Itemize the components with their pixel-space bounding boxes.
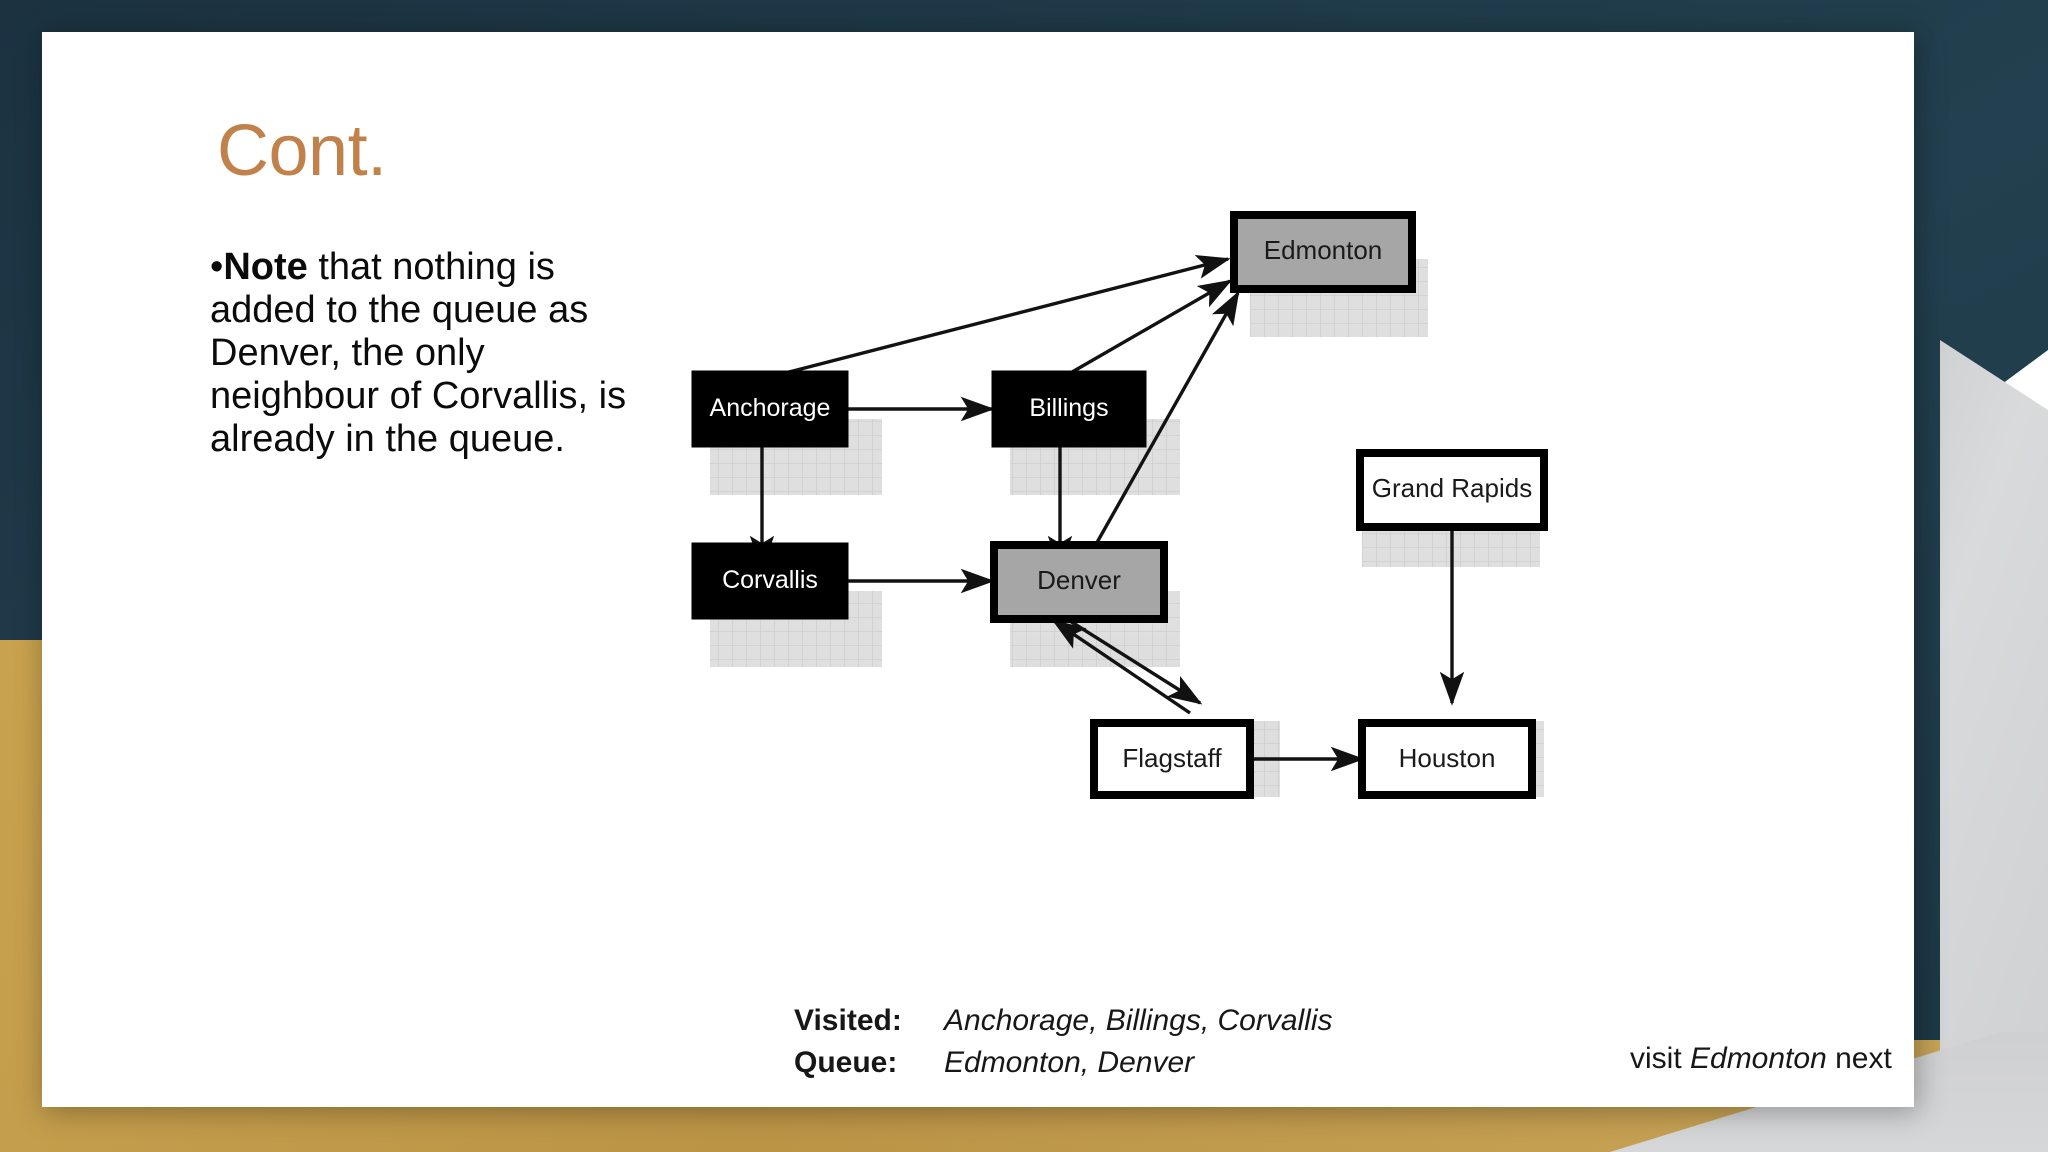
- node-label-grand-rapids: Grand Rapids: [1372, 473, 1532, 503]
- graph-edges: [749, 254, 1465, 772]
- graph-node-corvallis[interactable]: Corvallis: [691, 542, 849, 620]
- algorithm-state-caption: Visited: Anchorage, Billings, Corvallis Q…: [794, 1000, 1333, 1084]
- queue-label: Queue:: [794, 1046, 898, 1079]
- body-text-rest: that nothing is added to the queue as De…: [210, 246, 627, 460]
- node-label-corvallis: Corvallis: [722, 566, 818, 594]
- graph-node-houston[interactable]: Houston: [1358, 719, 1536, 799]
- visited-label: Visited:: [794, 1004, 902, 1037]
- body-lead-bold: Note: [223, 246, 308, 288]
- graph-node-flagstaff[interactable]: Flagstaff: [1090, 719, 1254, 799]
- slide-canvas: Cont. •Note that nothing is added to the…: [42, 32, 1914, 1107]
- node-label-houston: Houston: [1399, 743, 1496, 773]
- node-label-billings: Billings: [1029, 394, 1108, 422]
- next-visit-prefix: visit: [1630, 1042, 1690, 1075]
- bullet-marker: •: [210, 246, 224, 288]
- edge-denver-edmonton: [1080, 290, 1240, 570]
- node-label-anchorage: Anchorage: [710, 394, 831, 422]
- next-visit-hint: visit Edmonton next: [1630, 1042, 1892, 1076]
- queue-row: Queue: Edmonton, Denver: [794, 1042, 1333, 1084]
- edge-flagstaff-denver: [1051, 619, 1191, 715]
- page-title: Cont.: [217, 111, 387, 191]
- queue-value: Edmonton, Denver: [944, 1046, 1195, 1079]
- graph-node-edmonton[interactable]: Edmonton: [1230, 211, 1416, 293]
- graph-diagram: Anchorage Billings Corvallis Edmonton: [662, 197, 1962, 1097]
- next-visit-suffix: next: [1826, 1042, 1892, 1075]
- graph-node-denver[interactable]: Denver: [990, 541, 1168, 623]
- graph-node-grand-rapids[interactable]: Grand Rapids: [1356, 449, 1548, 531]
- node-label-edmonton: Edmonton: [1264, 235, 1383, 265]
- edge-anchorage-edmonton: [761, 254, 1231, 381]
- graph-node-billings[interactable]: Billings: [991, 370, 1147, 448]
- edge-denver-flagstaff: [1069, 619, 1203, 705]
- node-label-denver: Denver: [1037, 565, 1121, 595]
- visited-row: Visited: Anchorage, Billings, Corvallis: [794, 1000, 1333, 1042]
- body-paragraph: •Note that nothing is added to the queue…: [210, 246, 630, 461]
- graph-node-anchorage[interactable]: Anchorage: [691, 370, 849, 448]
- next-visit-node: Edmonton: [1690, 1042, 1827, 1075]
- edge-billings-edmonton: [1059, 279, 1233, 381]
- node-label-flagstaff: Flagstaff: [1122, 743, 1222, 773]
- visited-value: Anchorage, Billings, Corvallis: [944, 1004, 1333, 1037]
